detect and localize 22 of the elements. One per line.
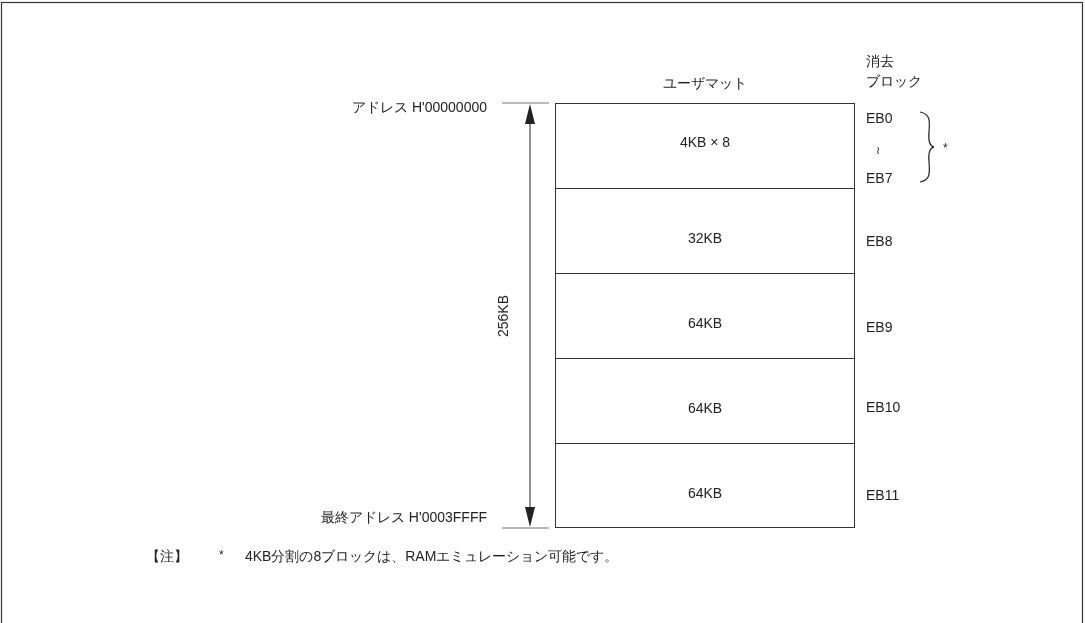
block-size-label: 64KB [686, 399, 724, 417]
block-size-label: 64KB [686, 484, 724, 502]
footnote-mark: * [943, 140, 948, 157]
address-label: アドレス H'00000000 [352, 98, 487, 116]
block-label: EB0 [866, 109, 893, 127]
address-label: 最終アドレス H'0003FFFF [320, 508, 487, 526]
block-size-label: 4KB × 8 [678, 133, 732, 151]
block-label: EB11 [866, 486, 900, 504]
map-heading: ユーザマット [662, 74, 748, 92]
column-heading: 消去 [866, 52, 894, 70]
note-label: 【注】 [146, 547, 188, 565]
note-text: 4KB分割の8ブロックは、RAMエミュレーション可能です。 [245, 547, 619, 565]
block-label: EB8 [866, 232, 893, 250]
block-size-label: 64KB [686, 314, 724, 332]
footnote-mark: * [219, 547, 224, 564]
block-label: ≀ [876, 143, 880, 158]
dimension-label: 256KB [494, 295, 512, 337]
block-label: EB10 [866, 398, 901, 416]
column-heading: ブロック [866, 72, 922, 90]
block-size-label: 32KB [686, 229, 724, 247]
block-label: EB7 [866, 169, 893, 187]
block-label: EB9 [866, 318, 893, 336]
